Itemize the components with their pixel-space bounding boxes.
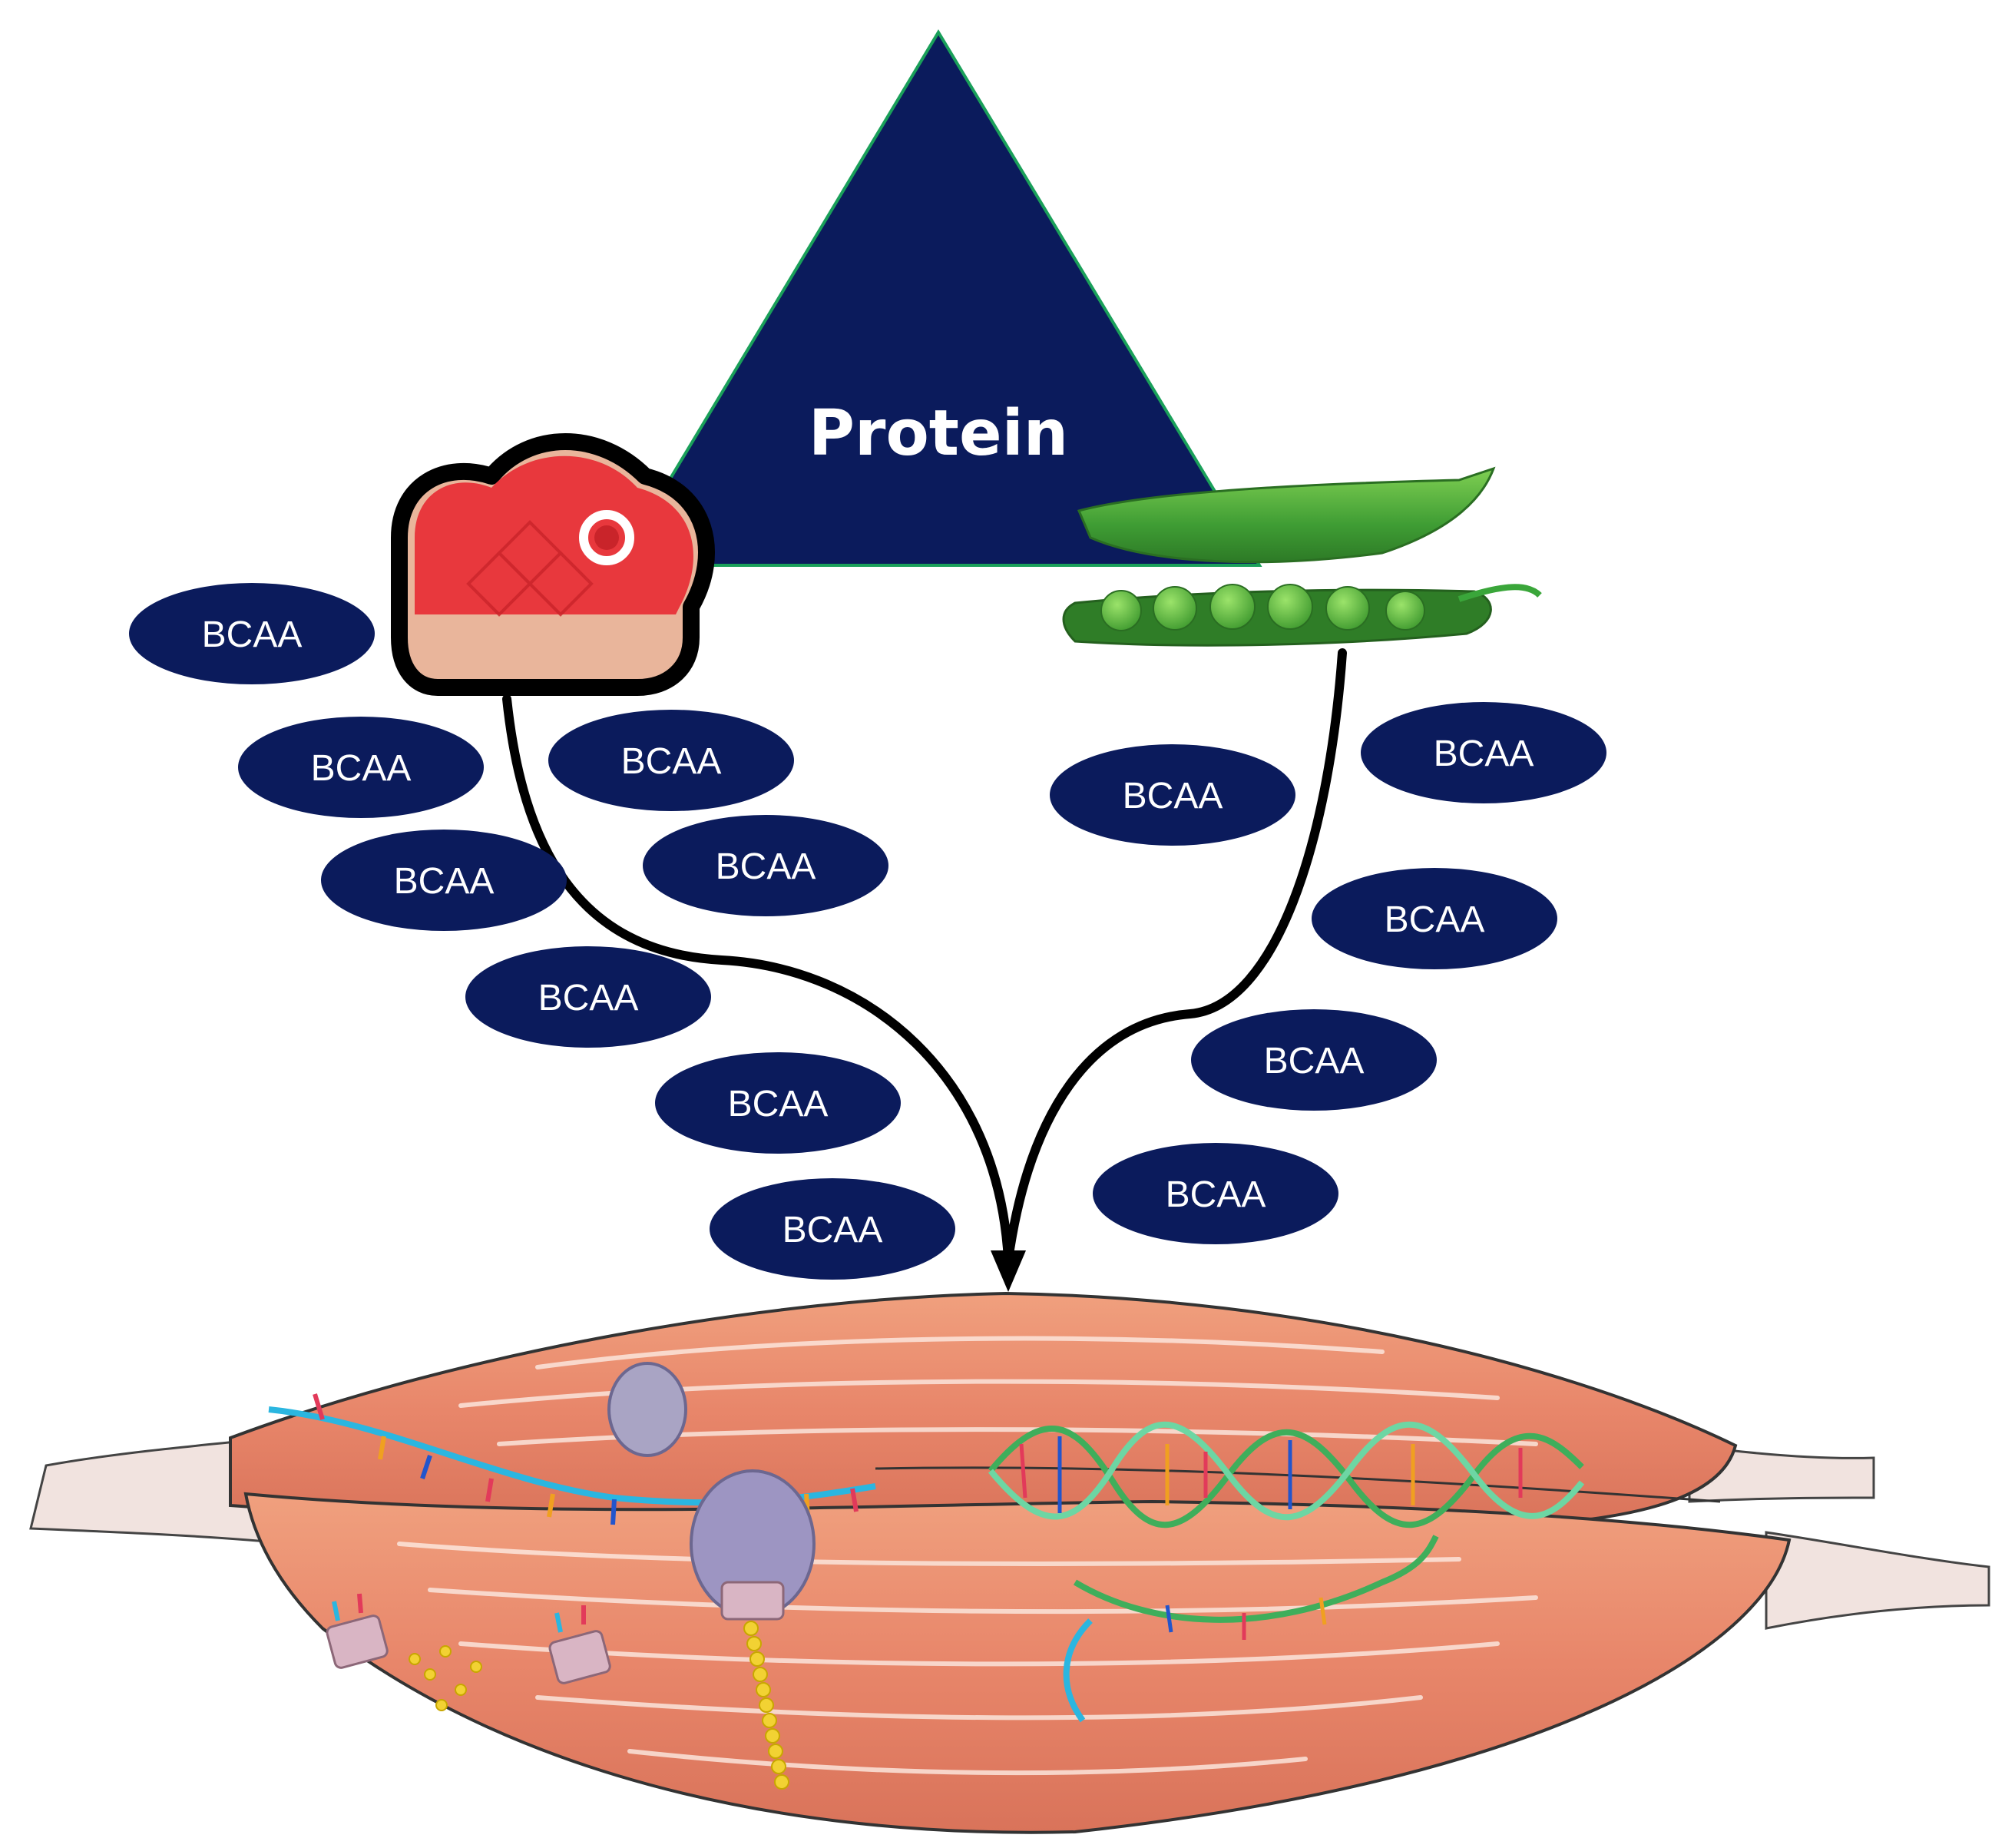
meat-steak-icon	[391, 433, 715, 696]
bcaa-node: BCAA	[655, 1052, 901, 1154]
flow-arrows	[502, 648, 1347, 1264]
bcaa-label: BCAA	[621, 741, 722, 782]
bcaa-ellipse	[710, 1178, 955, 1280]
bcaa-label: BCAA	[716, 846, 816, 887]
arrow-head	[991, 1250, 1026, 1292]
bcaa-node: BCAA	[548, 710, 794, 811]
bcaa-ellipse	[1093, 1143, 1338, 1244]
meat-to-muscle-arrow	[502, 694, 1013, 1264]
bcaa-node: BCAA	[710, 1178, 955, 1280]
bcaa-ellipse	[129, 583, 375, 684]
bcaa-label: BCAA	[783, 1210, 883, 1250]
bcaa-node: BCAA	[465, 946, 711, 1048]
bcaa-ellipse	[321, 830, 567, 931]
bcaa-label: BCAA	[728, 1084, 829, 1124]
bcaa-ellipse	[1361, 702, 1606, 803]
amino-acid-chain-icon	[409, 1621, 789, 1790]
bcaa-ellipse	[1050, 744, 1295, 846]
bcaa-ellipse	[1191, 1009, 1437, 1111]
protein-title: Protein	[809, 397, 1068, 470]
bcaa-label: BCAA	[1385, 899, 1485, 940]
bcaa-ellipse	[643, 815, 888, 916]
bcaa-ellipse	[1312, 868, 1557, 969]
bcaa-label: BCAA	[202, 614, 303, 655]
bcaa-node: BCAA	[1312, 868, 1557, 969]
bcaa-label: BCAA	[394, 861, 495, 902]
dna-helix-icon	[988, 1422, 1585, 1723]
bcaa-node: BCAA	[1050, 744, 1295, 846]
bcaa-node: BCAA	[129, 583, 375, 684]
bcaa-node: BCAA	[321, 830, 567, 931]
bcaa-label: BCAA	[1123, 776, 1223, 816]
pea-pod-icon	[1062, 466, 1542, 647]
bcaa-ellipse	[655, 1052, 901, 1154]
bcaa-label: BCAA	[1264, 1041, 1365, 1081]
bcaa-node: BCAA	[1191, 1009, 1437, 1111]
protein-triangle: Protein	[615, 29, 1262, 567]
bcaa-ellipse	[465, 946, 711, 1048]
bcaa-node: BCAA	[643, 815, 888, 916]
bcaa-ellipse	[238, 717, 484, 818]
bcaa-label: BCAA	[311, 748, 412, 789]
bcaa-label: BCAA	[1166, 1174, 1266, 1215]
bcaa-ellipse	[548, 710, 794, 811]
bcaa-node: BCAA	[1093, 1143, 1338, 1244]
muscle-fiber-illustration	[29, 1291, 1990, 1834]
bcaa-node: BCAA	[1361, 702, 1606, 803]
bcaa-label: BCAA	[1434, 734, 1534, 774]
bcaa-label: BCAA	[538, 978, 639, 1018]
ribosome-icon	[607, 1362, 816, 1621]
bcaa-nodes: BCAA BCAA BCAA BCAA BCAA BCAA BCAA BCAA BCAA BCAA…	[129, 583, 1606, 1280]
trna-icon	[326, 1593, 611, 1684]
bcaa-node: BCAA	[238, 717, 484, 818]
pea-to-muscle-arrow	[1004, 648, 1347, 1264]
